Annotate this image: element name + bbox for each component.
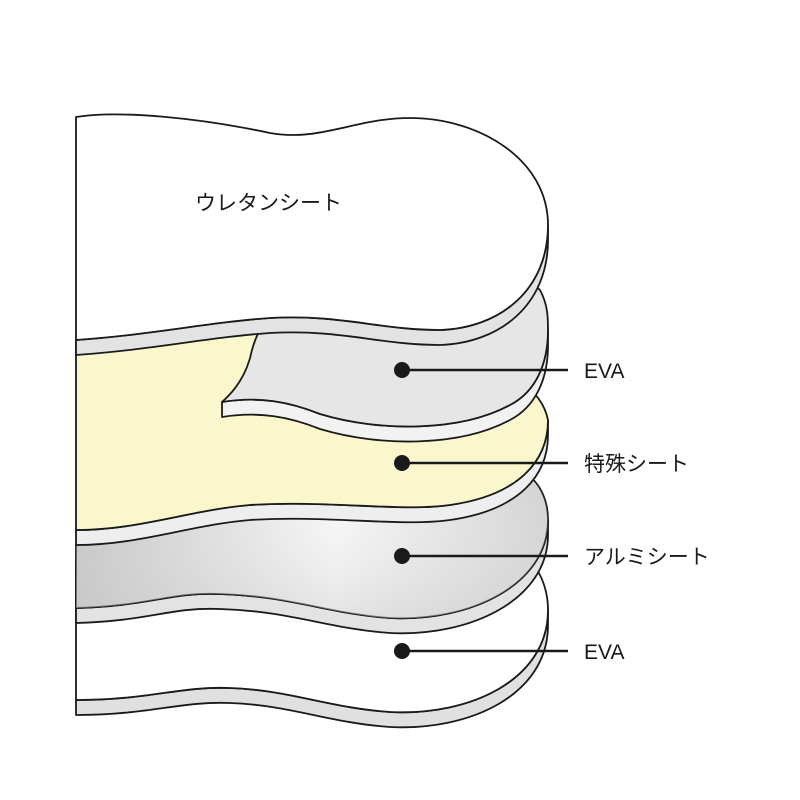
callout-eva-bottom: EVA [394,641,624,664]
callout-eva-top: EVA [394,360,624,383]
label-aluminum: アルミシート [584,546,710,569]
layer-urethane [75,113,549,356]
urethane-top [75,113,549,341]
label-eva-top: EVA [584,360,624,383]
label-special: 特殊シート [584,453,689,476]
callout-special: 特殊シート [394,453,689,476]
label-eva-bottom: EVA [584,641,624,664]
label-urethane: ウレタンシート [195,192,342,215]
callout-aluminum: アルミシート [394,546,710,569]
